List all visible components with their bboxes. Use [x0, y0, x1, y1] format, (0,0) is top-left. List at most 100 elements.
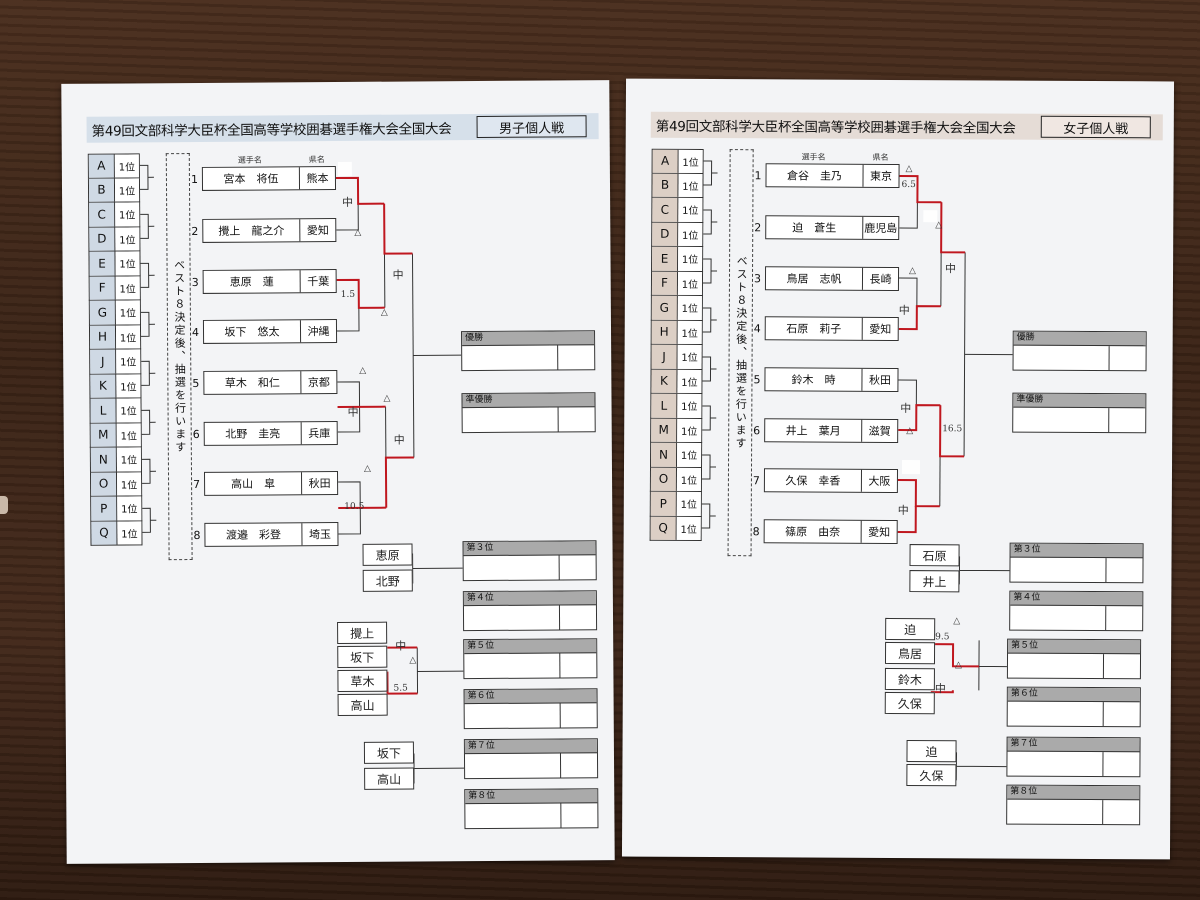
player-name: 坂下 悠太 — [203, 320, 302, 343]
player-prefecture: 愛知 — [306, 224, 329, 238]
handwritten-name: 高山 — [337, 693, 388, 717]
player-name: 井上 葉月 — [765, 419, 863, 442]
player-slot: 渡邉 彩登埼玉 — [204, 521, 339, 547]
player-prefecture: 愛知 — [869, 322, 892, 336]
player-slot: 北野 圭亮兵庫 — [203, 421, 338, 446]
player-name: 宮本 将伍 — [202, 167, 301, 190]
triangle-mark: △ — [935, 220, 943, 231]
player-slot: 鳥居 志帆長崎 — [764, 266, 900, 292]
player-prefecture: 兵庫 — [308, 427, 331, 441]
player-prefecture: 大阪 — [868, 474, 891, 488]
result-label: 第８位 — [465, 789, 598, 805]
result-label: 第４位 — [1010, 591, 1143, 607]
handwritten-name: 迫 — [885, 617, 936, 641]
handwritten-name: 久保 — [884, 691, 935, 715]
handwritten-name: 恵原 — [362, 543, 413, 566]
handwritten-name: 石原 — [909, 544, 960, 567]
result-third-box: 第３位 — [462, 540, 597, 582]
player-name: 恵原 蓮 — [203, 270, 301, 293]
handwritten-margin: 9.5 — [935, 632, 950, 643]
tape-piece — [901, 460, 921, 475]
seed-number: 5 — [753, 373, 761, 387]
result-label: 準優勝 — [1013, 393, 1146, 409]
player-prefecture: 長崎 — [869, 272, 892, 286]
seed-number: 4 — [753, 322, 761, 336]
result-sixth-box: 第６位 — [463, 688, 598, 730]
handwritten-result: 中 — [347, 405, 359, 419]
triangle-mark: △ — [380, 307, 388, 318]
result-eighth-box: 第８位 — [464, 788, 599, 830]
result-label: 第３位 — [1010, 543, 1143, 559]
handwritten-result: 中 — [393, 433, 405, 447]
result-label: 優勝 — [1013, 331, 1146, 347]
player-name: 迫 蒼生 — [766, 216, 864, 239]
player-prefecture: 滋賀 — [868, 424, 891, 438]
player-prefecture: 埼玉 — [308, 528, 331, 542]
result-label: 第３位 — [463, 541, 596, 557]
player-prefecture: 京都 — [307, 376, 330, 390]
triangle-mark: △ — [383, 393, 391, 404]
result-label: 第６位 — [1007, 687, 1140, 703]
player-slot: 石原 莉子愛知 — [764, 316, 899, 342]
result-label: 第７位 — [464, 739, 597, 755]
handwritten-result: 中 — [934, 682, 946, 696]
handwritten-result: 中 — [395, 639, 407, 653]
triangle-mark: △ — [409, 655, 417, 666]
player-prefecture: 東京 — [869, 169, 893, 183]
result-sixth-box: 第６位 — [1006, 686, 1141, 728]
player-name: 石原 莉子 — [765, 317, 863, 340]
result-fourth-box: 第４位 — [1009, 590, 1144, 632]
handwritten-result: 中 — [945, 262, 957, 276]
tape-piece — [337, 161, 352, 176]
seed-number: 8 — [752, 525, 760, 539]
player-slot: 宮本 将伍熊本 — [201, 166, 337, 191]
player-prefecture: 秋田 — [308, 477, 331, 491]
player-prefecture: 熊本 — [306, 172, 329, 186]
player-name: 久保 幸香 — [764, 469, 862, 492]
result-label: 優勝 — [462, 331, 595, 347]
handwritten-margin: 5.5 — [393, 683, 408, 694]
result-third-box: 第３位 — [1009, 542, 1144, 584]
handwritten-name: 坂下 — [363, 741, 415, 764]
table-object-edge — [0, 496, 8, 514]
player-prefecture: 千葉 — [307, 275, 330, 289]
handwritten-result: 中 — [342, 195, 354, 209]
player-slot: 迫 蒼生鹿児島 — [765, 215, 900, 241]
seed-number: 1 — [190, 172, 198, 187]
result-fourth-box: 第４位 — [462, 590, 598, 632]
player-prefecture: 鹿児島 — [864, 221, 898, 235]
result-label: 第６位 — [464, 689, 597, 705]
handwritten-margin: 16.5 — [942, 424, 963, 435]
player-prefecture: 秋田 — [868, 373, 891, 387]
player-slot: 鈴木 時秋田 — [764, 367, 899, 393]
result-label: 第５位 — [1008, 639, 1141, 655]
player-slot: 久保 幸香大阪 — [763, 468, 898, 493]
result-seventh-box: 第７位 — [463, 738, 599, 780]
handwritten-name: 迫 — [906, 740, 957, 763]
player-name: 攪上 龍之介 — [203, 219, 301, 242]
result-label: 第７位 — [1007, 737, 1140, 753]
player-name: 篠原 由奈 — [764, 520, 862, 543]
result-eighth-box: 第８位 — [1006, 784, 1141, 826]
player-name: 鈴木 時 — [765, 368, 863, 391]
bracket-lines — [139, 164, 465, 784]
handwritten-name: 坂下 — [337, 645, 388, 669]
player-name: 渡邉 彩登 — [205, 523, 303, 546]
result-label: 第５位 — [464, 639, 597, 655]
handwritten-name: 北野 — [362, 569, 413, 592]
seed-number: 3 — [753, 272, 762, 286]
triangle-mark: △ — [354, 227, 362, 238]
result-label: 第８位 — [1007, 785, 1140, 801]
handwritten-name: 高山 — [364, 767, 415, 790]
handwritten-name: 久保 — [906, 764, 957, 787]
player-name: 鳥居 志帆 — [765, 267, 864, 290]
seed-number: 8 — [193, 528, 201, 543]
player-name: 高山 皐 — [205, 472, 303, 495]
handwritten-margin: 10.5 — [344, 501, 365, 512]
seed-number: 3 — [191, 275, 199, 290]
result-runnerup-box: 準優勝 — [461, 392, 596, 434]
handwritten-name: 井上 — [909, 570, 960, 593]
handwritten-name: 攪上 — [337, 621, 388, 645]
handwritten-name: 鳥居 — [884, 641, 936, 665]
handwritten-margin: 6.5 — [901, 180, 916, 191]
